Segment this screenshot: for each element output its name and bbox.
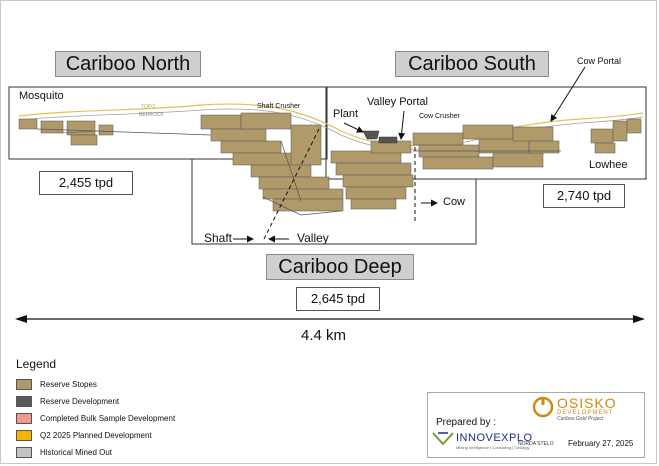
bedrock-line — [18, 108, 644, 151]
plant-arrow — [343, 122, 364, 133]
mosquito-stopes — [18, 118, 212, 146]
legend-swatch — [16, 430, 32, 441]
topo-line — [18, 103, 644, 147]
innovexplo-tagline: Mining Intelligence | Consulting | Geolo… — [456, 445, 530, 450]
legend-item: Completed Bulk Sample Development — [16, 410, 236, 427]
legend-swatch — [16, 379, 32, 390]
cariboo-south-boundary — [325, 86, 647, 180]
cow-label: Cow — [443, 196, 466, 208]
lowhee-label: Lowhee — [589, 159, 628, 171]
cariboo-north-rate: 2,455 tpd — [39, 171, 133, 195]
scale-label: 4.4 km — [301, 327, 347, 344]
legend-label: Historical Mined Out — [40, 448, 113, 457]
legend-swatch — [16, 413, 32, 424]
osisko-emblem-icon — [532, 396, 554, 418]
valley-label: Valley — [297, 231, 329, 245]
legend-label: Reserve Development — [40, 397, 120, 406]
valley-portal-label: Valley Portal — [367, 96, 428, 108]
lowhee-stopes — [590, 118, 642, 154]
mosquito-label: Mosquito — [19, 90, 64, 102]
legend-item: Historical Mined Out — [16, 444, 236, 461]
cariboo-deep-boundary — [191, 159, 477, 245]
cariboo-north-title: Cariboo North — [55, 51, 201, 77]
cow-portal-arrow — [550, 66, 586, 122]
scale-bar-right-arrowhead — [633, 315, 645, 323]
topo-label: TOPO — [141, 104, 156, 110]
plant-marker — [362, 130, 380, 140]
plant-label: Plant — [333, 108, 359, 120]
norda-stelo-logo: NORDA STELO — [518, 441, 554, 447]
scale-bar-left-arrowhead — [15, 315, 27, 323]
shaft-label: Shaft — [204, 231, 233, 245]
legend-label: Completed Bulk Sample Development — [40, 414, 176, 423]
report-date: February 27, 2025 — [568, 439, 634, 448]
legend-swatch — [16, 396, 32, 407]
innovexplo-logo: INNOVEXPLO — [432, 431, 533, 445]
legend-item: Q2 2025 Planned Development — [16, 427, 236, 444]
cow-stopes — [412, 124, 561, 170]
cariboo-south-rate: 2,740 tpd — [543, 184, 625, 208]
credits-box: Prepared by : INNOVEXPLO Mining Intellig… — [427, 392, 645, 458]
innovexplo-icon — [432, 432, 454, 445]
shaft-area-stopes — [200, 112, 344, 216]
valley-stopes — [330, 136, 414, 210]
osisko-logo: OSISKO DEVELOPMENT Cariboo Gold Project — [532, 396, 617, 422]
innovexplo-name: INNOVEXPLO — [456, 432, 533, 444]
prepared-by-label: Prepared by : — [436, 417, 497, 428]
cariboo-deep-rate: 2,645 tpd — [296, 287, 380, 311]
cow-crusher-label: Cow Crusher — [419, 113, 460, 120]
cariboo-deep-title: Cariboo Deep — [266, 254, 414, 280]
legend: Legend Reserve Stopes Reserve Developmen… — [16, 357, 236, 461]
osisko-subtitle: DEVELOPMENT — [557, 410, 614, 416]
legend-label: Reserve Stopes — [40, 380, 97, 389]
legend-item: Reserve Stopes — [16, 376, 236, 393]
legend-title: Legend — [16, 357, 57, 371]
legend-label: Q2 2025 Planned Development — [40, 431, 152, 440]
project-name: Cariboo Gold Project — [557, 416, 604, 422]
osisko-name: OSISKO — [557, 395, 617, 411]
shaft-crusher-label: Shaft Crusher — [257, 103, 301, 110]
legend-item: Reserve Development — [16, 393, 236, 410]
cariboo-north-boundary — [8, 86, 328, 160]
valley-portal-arrow — [398, 110, 406, 140]
bedrock-label: BEDROCK — [139, 112, 164, 118]
cariboo-south-title: Cariboo South — [395, 51, 549, 77]
legend-swatch — [16, 447, 32, 458]
cow-portal-label: Cow Portal — [577, 56, 622, 66]
